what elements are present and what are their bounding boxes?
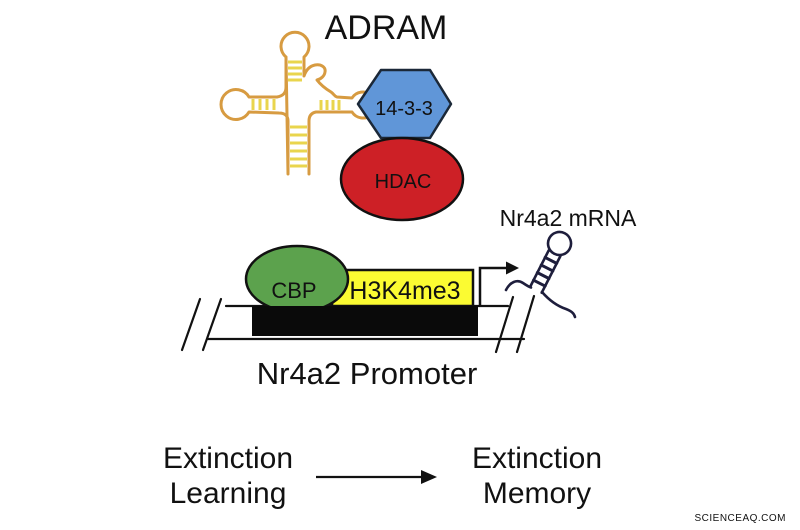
protein-14-3-3: 14-3-3	[356, 68, 453, 140]
mrna-tail-right	[540, 290, 577, 319]
label-nr4a2-promoter: Nr4a2 Promoter	[257, 356, 478, 391]
label-h3k4me3: H3K4me3	[349, 277, 460, 305]
watermark: SCIENCEAQ.COM	[694, 513, 786, 524]
label-nr4a2-mrna: Nr4a2 mRNA	[500, 205, 637, 231]
transcription-start-arrow	[478, 261, 519, 306]
mrna-tail-left	[504, 279, 533, 292]
rna-basepair-rungs	[251, 60, 341, 168]
flow-arrowhead-icon	[421, 470, 437, 484]
rna-outline	[219, 30, 378, 176]
dna-break-right	[494, 294, 536, 354]
figure-title: ADRAM	[325, 9, 448, 47]
flow-source-line1: Extinction	[163, 442, 293, 475]
mrna-hairpin-loop	[546, 230, 573, 257]
hdac-ellipse-shape	[339, 136, 465, 222]
promoter-region: H3K4me3 CBP Nr4a2 Promoter	[180, 244, 536, 391]
label-cbp: CBP	[271, 278, 316, 303]
protein-hdac: HDAC	[339, 136, 465, 222]
label-14-3-3: 14-3-3	[375, 98, 433, 120]
hexagon-14-3-3-shape	[356, 68, 453, 140]
flow-statement: Extinction Learning Extinction Memory	[163, 442, 602, 510]
flow-source-line2: Learning	[170, 477, 287, 510]
mrna-hairpin	[504, 230, 577, 319]
flow-target-line1: Extinction	[472, 442, 602, 475]
transcription-arrowhead-icon	[506, 261, 519, 275]
flow-arrow	[316, 470, 437, 484]
dna-break-left	[180, 297, 223, 352]
label-hdac: HDAC	[375, 171, 432, 193]
promoter-black-box	[252, 306, 478, 336]
flow-target-line2: Memory	[483, 477, 591, 510]
adram-rna-structure	[219, 30, 378, 176]
nr4a2-mrna: Nr4a2 mRNA	[500, 205, 637, 319]
